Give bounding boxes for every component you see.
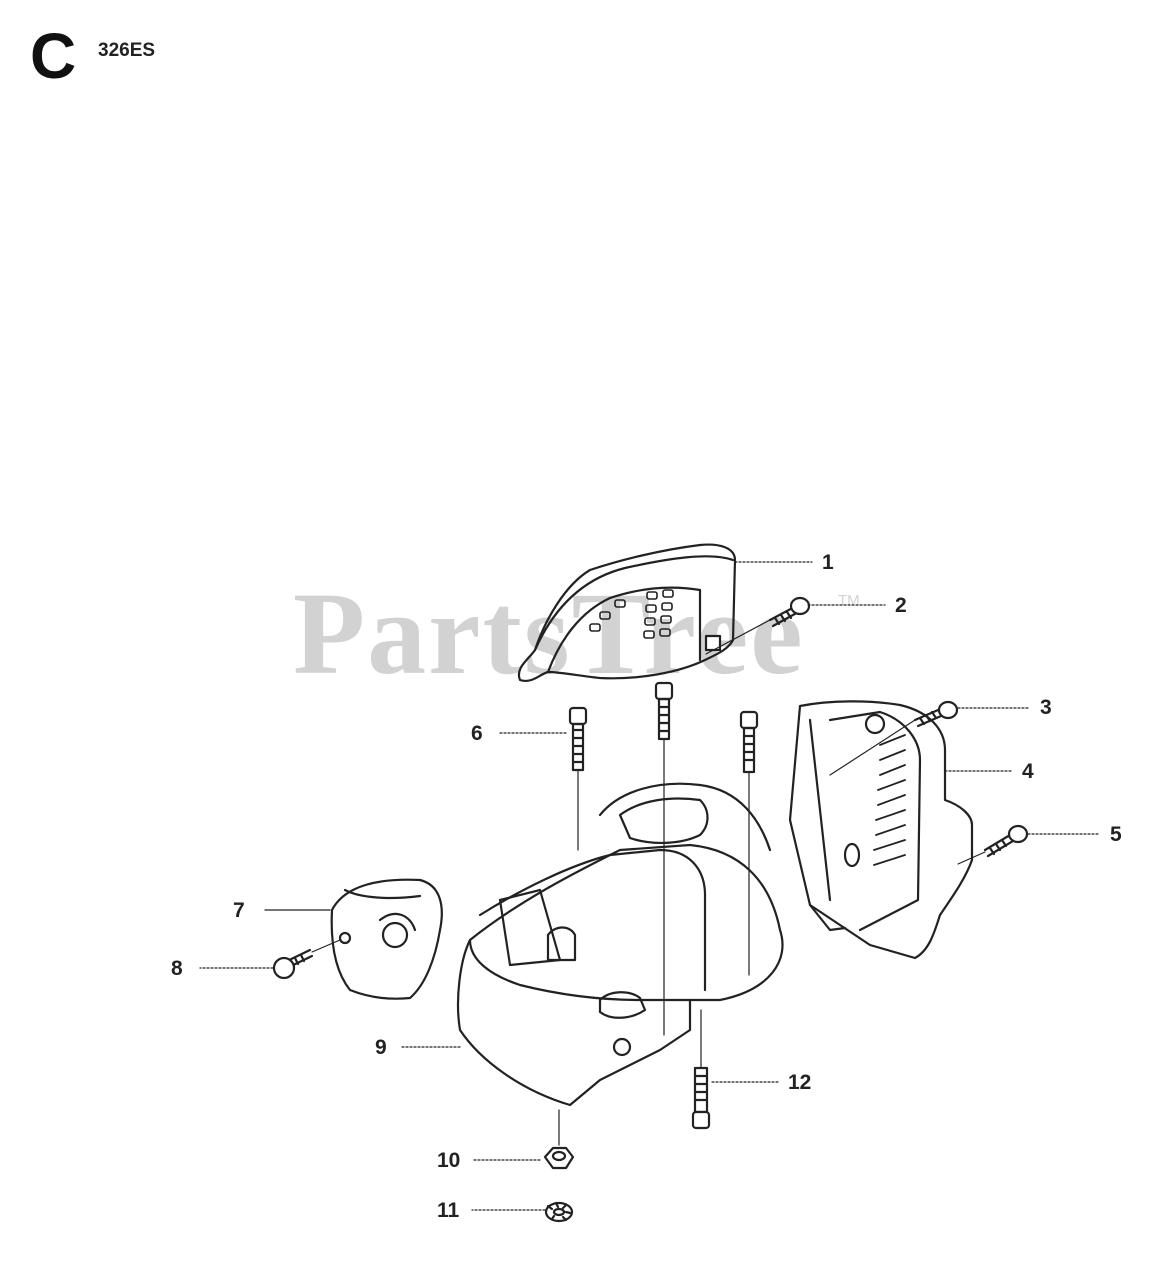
part-4-side-cover xyxy=(788,700,974,960)
part-10-nut xyxy=(543,1109,575,1170)
part-1-top-cover xyxy=(517,543,737,682)
callout-4: 4 xyxy=(1022,760,1034,783)
part-2-screw xyxy=(705,596,811,655)
callout-12: 12 xyxy=(788,1071,812,1094)
part-7-knob-housing xyxy=(264,878,443,1000)
callout-5: 5 xyxy=(1110,823,1122,846)
part-11-washer xyxy=(544,1201,574,1223)
section-letter: C xyxy=(30,20,77,92)
callout-6: 6 xyxy=(471,722,483,745)
callout-3: 3 xyxy=(1040,696,1052,719)
part-5-screw xyxy=(957,824,1029,865)
callout-7: 7 xyxy=(233,899,245,922)
part-8-screw xyxy=(199,939,341,980)
callout-2: 2 xyxy=(895,594,907,617)
callout-11: 11 xyxy=(437,1199,460,1222)
part-12-bolt xyxy=(691,1009,711,1130)
callout-9: 9 xyxy=(375,1036,387,1059)
part-6-bolt xyxy=(568,706,588,851)
callout-1: 1 xyxy=(822,551,834,574)
part-3-screw xyxy=(829,700,959,776)
part-9-cylinder-cover xyxy=(456,782,784,1107)
bolt-center xyxy=(654,681,674,1036)
callout-8: 8 xyxy=(171,957,183,980)
bolt-right xyxy=(739,710,759,976)
callout-10: 10 xyxy=(437,1149,461,1172)
model-number: 326ES xyxy=(98,40,156,61)
